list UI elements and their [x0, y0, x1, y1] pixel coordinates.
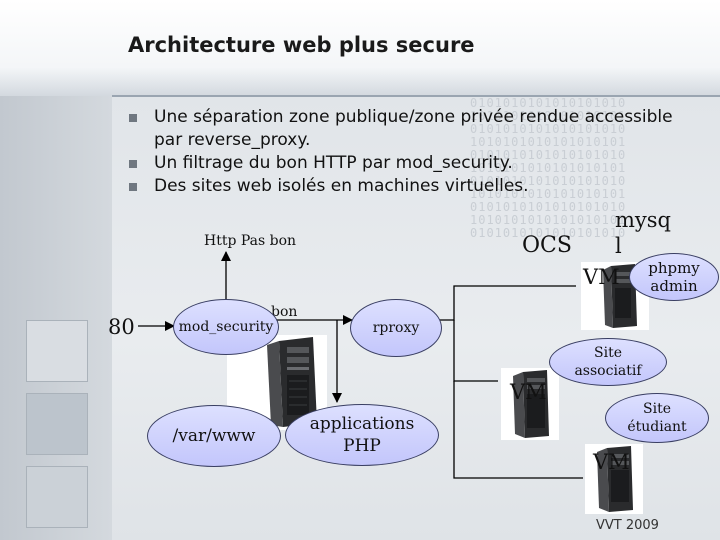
decor-square: [26, 320, 88, 382]
slide-title: Architecture web plus secure: [128, 33, 475, 57]
square-bullet-icon: [129, 114, 137, 122]
mod-security-node: mod_security: [173, 299, 279, 355]
rproxy-node: rproxy: [350, 299, 442, 357]
bullet-text: Des sites web isolés en machines virtuel…: [154, 176, 529, 196]
applications-php-node: applications PHP: [285, 404, 439, 466]
mysql-label: mysq l: [615, 208, 671, 258]
route-top-vm: [438, 285, 576, 321]
bullet-list: Une séparation zone publique/zone privée…: [126, 106, 706, 198]
port-80-label: 80: [108, 315, 135, 339]
square-bullet-icon: [129, 183, 137, 191]
footer-credit: VVT 2009: [596, 518, 659, 533]
ocs-label: OCS: [522, 233, 572, 258]
header-divider: [112, 95, 720, 97]
bon-label: bon: [271, 304, 298, 320]
bullet-text: Une séparation zone publique/zone privée…: [154, 107, 673, 150]
binary-pattern-decoration: 0101010101010101010 1010101010101010101 …: [470, 97, 627, 240]
square-bullet-icon: [129, 160, 137, 168]
bullet-item: Un filtrage du bon HTTP par mod_security…: [126, 152, 706, 175]
route-middle-vm: [453, 320, 498, 382]
bullet-item: Une séparation zone publique/zone privée…: [126, 106, 706, 152]
vm-top-label: VM: [583, 265, 620, 289]
server-image-middle: [501, 368, 559, 440]
phpmyadmin-node: phpmy admin: [629, 253, 719, 301]
var-www-node: /var/www: [147, 405, 281, 467]
decor-square: [26, 466, 88, 528]
server-tower-icon: [597, 446, 633, 512]
route-bottom-vm: [453, 381, 583, 479]
http-pas-bon-label: Http Pas bon: [204, 233, 297, 249]
bullet-text: Un filtrage du bon HTTP par mod_security…: [154, 153, 513, 173]
site-associatif-node: Site associatif: [549, 338, 667, 386]
server-tower-icon: [267, 337, 317, 427]
bullet-item: Des sites web isolés en machines virtuel…: [126, 175, 706, 198]
vm-bottom-label: VM: [593, 450, 630, 474]
server-image-bottom: [585, 444, 643, 514]
header-band: [0, 0, 720, 96]
server-tower-icon: [513, 370, 549, 438]
vm-middle-label: VM: [510, 380, 547, 404]
decor-square: [26, 393, 88, 455]
site-etudiant-node: Site étudiant: [605, 393, 709, 443]
